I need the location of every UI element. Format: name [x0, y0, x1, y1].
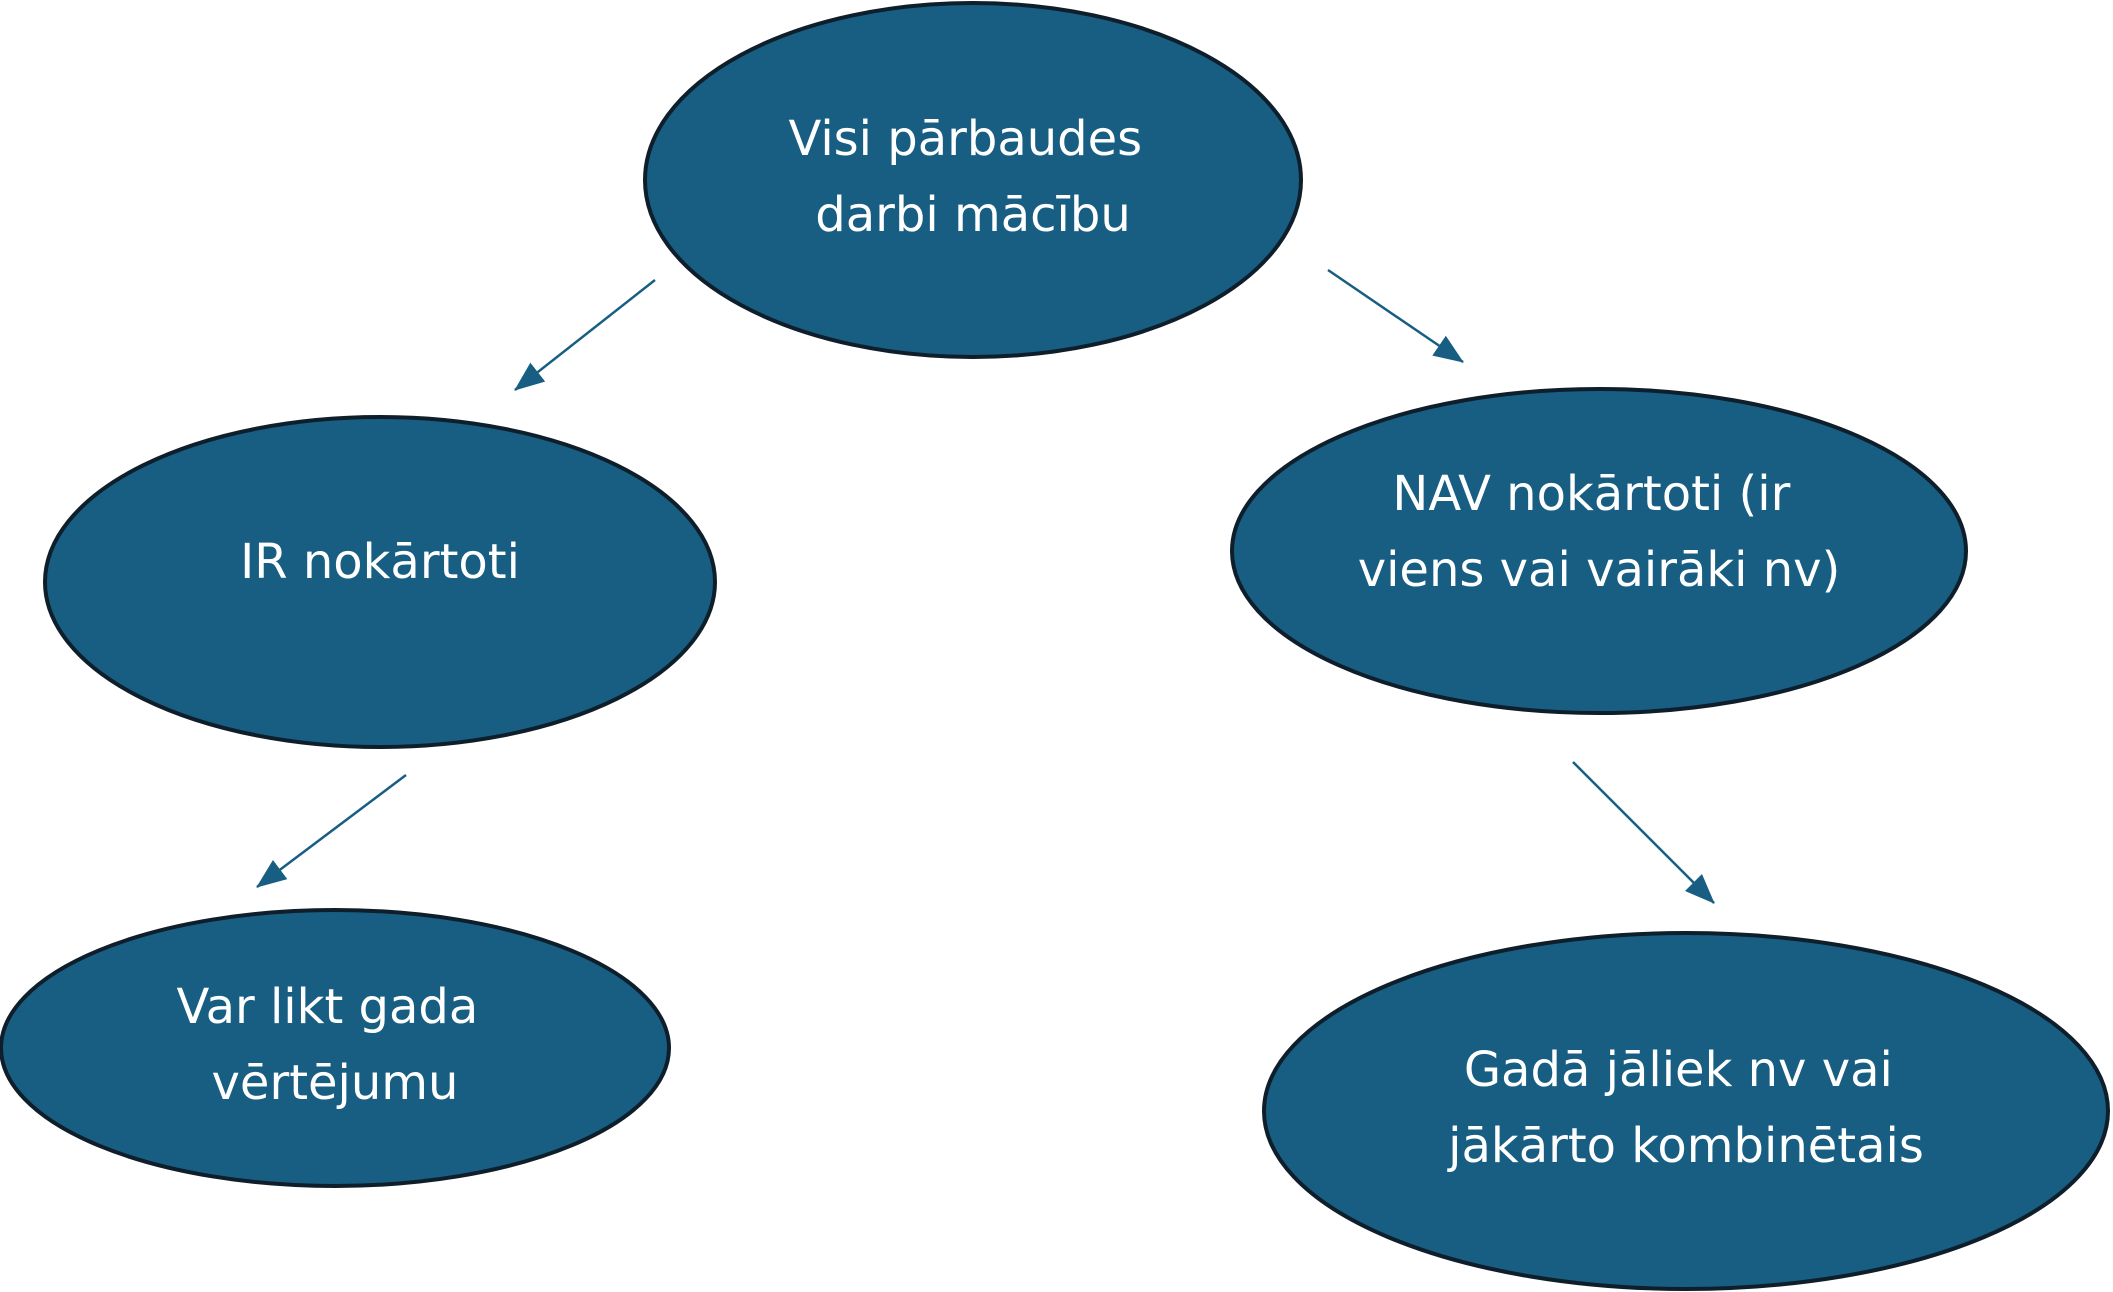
node-passed-line-1: IR nokārtoti	[240, 534, 520, 590]
node-not-passed-shape	[1230, 387, 1968, 715]
node-passed: IR nokārtoti	[43, 415, 717, 749]
node-annual-grade-label: Var likt gada vērtējumu	[176, 979, 493, 1111]
node-retake-line-1: Gadā jāliek nv vai	[1464, 1042, 1893, 1098]
node-annual-grade-line-2: vērtējumu	[212, 1055, 459, 1111]
edge-root-to-not-passed	[1327, 268, 1464, 364]
node-not-passed-line-1: NAV nokārtoti (ir	[1392, 466, 1790, 522]
node-not-passed-label: NAV nokārtoti (ir viens vai vairāki nv)	[1358, 466, 1841, 598]
node-passed-label: IR nokārtoti	[240, 534, 520, 590]
node-retake: Gadā jāliek nv vai jākārto kombinētais	[1262, 931, 2110, 1291]
node-passed-shape	[43, 415, 717, 749]
node-root: Visi pārbaudes darbi mācību	[643, 1, 1303, 359]
node-not-passed-line-2: viens vai vairāki nv)	[1358, 542, 1841, 598]
edge-not-passed-to-retake	[1572, 761, 1715, 904]
node-annual-grade-shape	[0, 908, 671, 1188]
edges	[256, 268, 1715, 904]
edge-passed-to-annual-grade	[256, 774, 407, 888]
node-not-passed: NAV nokārtoti (ir viens vai vairāki nv)	[1230, 387, 1968, 715]
node-retake-label: Gadā jāliek nv vai jākārto kombinētais	[1447, 1042, 1924, 1174]
node-root-shape	[643, 1, 1303, 359]
node-annual-grade: Var likt gada vērtējumu	[0, 908, 671, 1188]
node-root-line-1: Visi pārbaudes	[789, 111, 1143, 167]
node-retake-line-2: jākārto kombinētais	[1447, 1118, 1924, 1174]
node-retake-shape	[1262, 931, 2110, 1291]
node-root-label: Visi pārbaudes darbi mācību	[789, 111, 1158, 243]
node-annual-grade-line-1: Var likt gada	[176, 979, 478, 1035]
node-root-line-2: darbi mācību	[815, 187, 1130, 243]
edge-root-to-passed	[514, 279, 656, 391]
